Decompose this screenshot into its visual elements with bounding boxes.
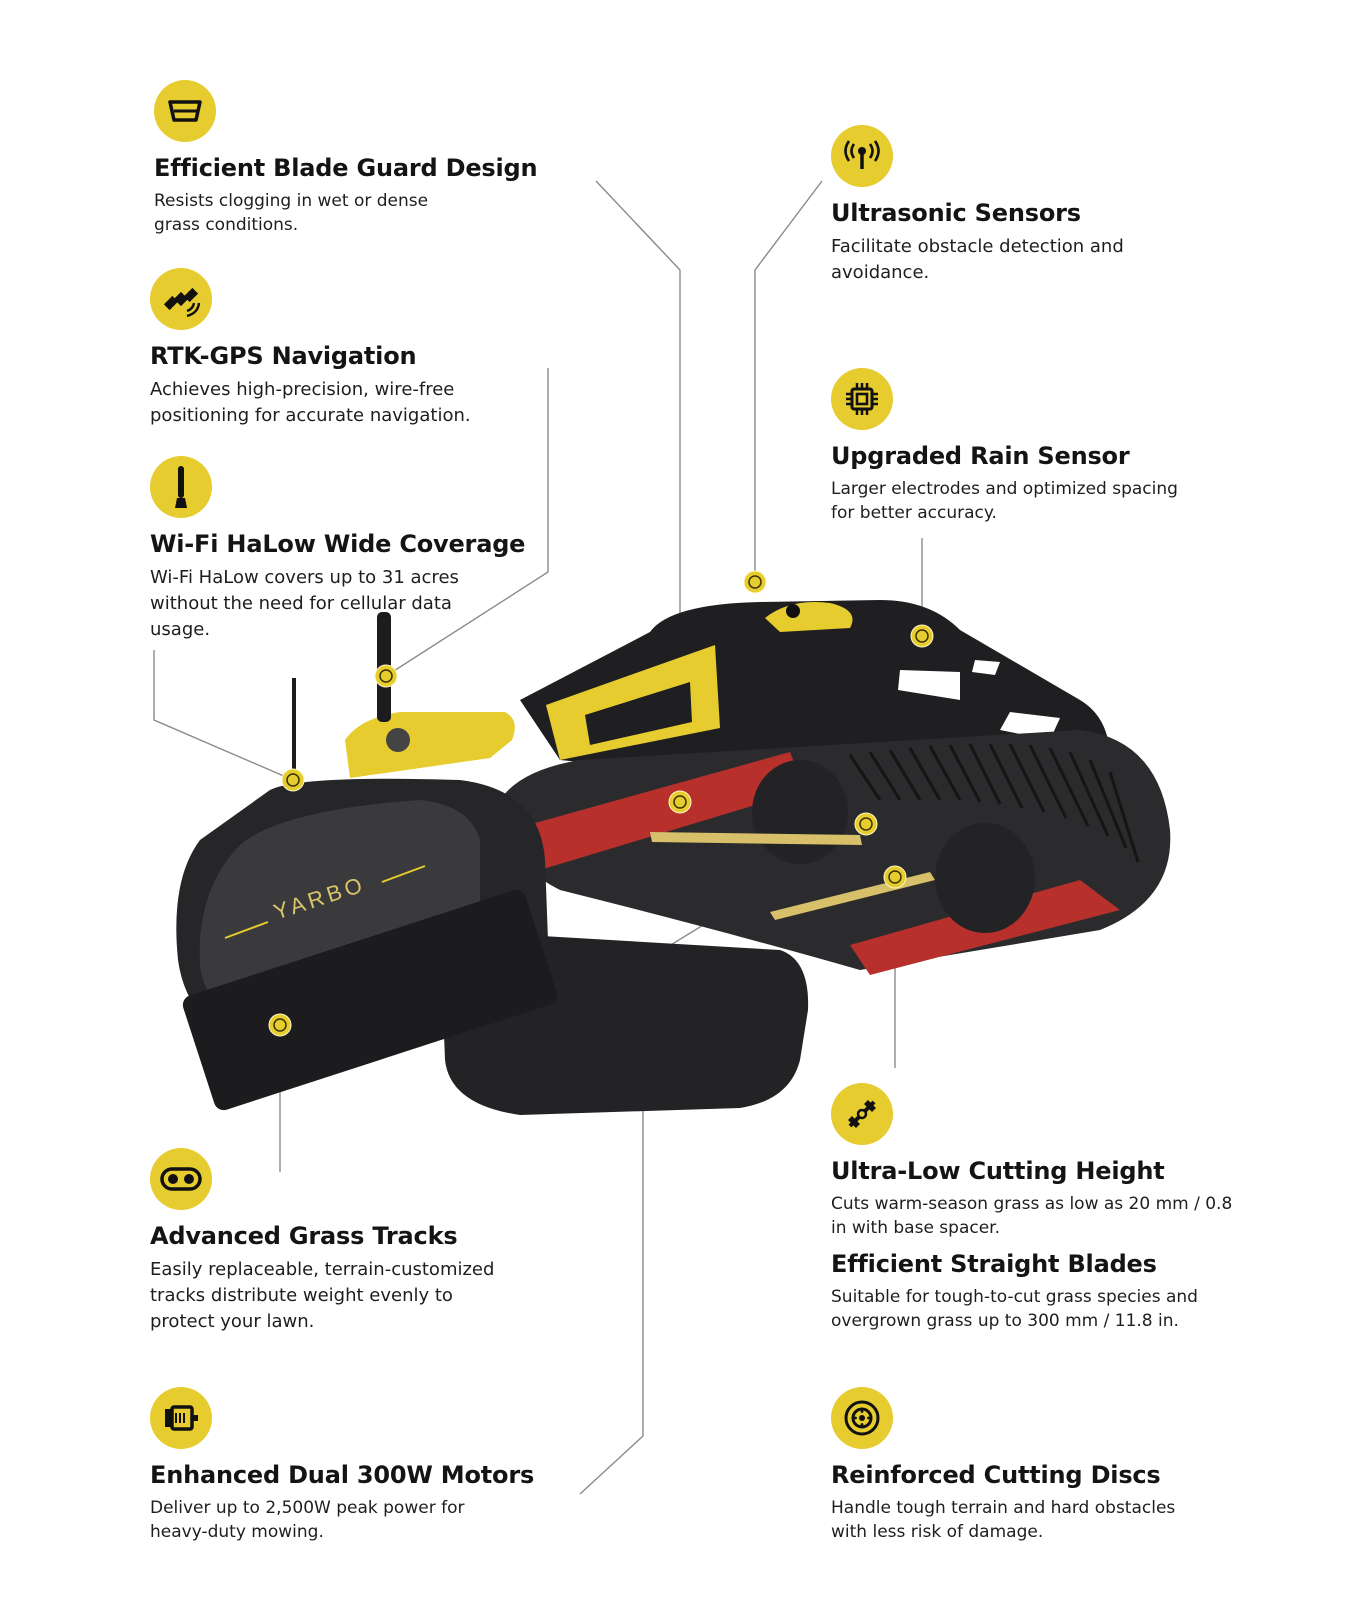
callout-dot [668,790,692,814]
motor-icon [150,1387,212,1449]
feature-ultrasonic-sensors: Ultrasonic Sensors Facilitate obstacle d… [831,125,1251,286]
feature-description: Resists clogging in wet or dense grass c… [154,190,429,235]
feature-dual-motors: Enhanced Dual 300W Motors Deliver up to … [150,1387,570,1544]
antenna-icon [150,456,212,518]
feature-description: Easily replaceable, terrain-customized t… [150,1258,495,1332]
feature-cutting-discs: Reinforced Cutting Discs Handle tough te… [831,1387,1251,1544]
feature-straight-blades: Efficient Straight Blades Suitable for t… [831,1250,1251,1333]
callout-dot [281,768,305,792]
feature-grass-tracks: Advanced Grass Tracks Easily replaceable… [150,1148,570,1335]
ultrasonic-sensor-icon [831,125,893,187]
feature-cutting-height: Ultra-Low Cutting Height Cuts warm-seaso… [831,1083,1251,1240]
feature-description: Achieves high-precision, wire-free posit… [150,378,471,426]
callout-dot [743,570,767,594]
feature-description: Suitable for tough-to-cut grass species … [831,1286,1198,1331]
callout-dots [268,570,934,1037]
feature-description: Deliver up to 2,500W peak power for heav… [150,1497,465,1542]
track-icon [150,1148,212,1210]
chip-icon [831,368,893,430]
feature-title: Advanced Grass Tracks [150,1222,458,1250]
feature-description: Handle tough terrain and hard obstacles … [831,1497,1176,1542]
blade-guard-icon [154,80,216,142]
callout-dot [374,664,398,688]
feature-title: Upgraded Rain Sensor [831,442,1130,470]
feature-description: Cuts warm-season grass as low as 20 mm /… [831,1193,1233,1238]
satellite-icon [150,268,212,330]
feature-description: Wi-Fi HaLow covers up to 31 acres withou… [150,566,459,640]
feature-title: Reinforced Cutting Discs [831,1461,1161,1489]
feature-title: Wi-Fi HaLow Wide Coverage [150,530,526,558]
feature-title: Enhanced Dual 300W Motors [150,1461,535,1489]
feature-description: Larger electrodes and optimized spacing … [831,478,1178,523]
callout-dot [883,865,907,889]
feature-title: RTK-GPS Navigation [150,342,417,370]
callout-dot [268,1013,292,1037]
feature-wifi-halow: Wi-Fi HaLow Wide Coverage Wi-Fi HaLow co… [150,456,570,643]
feature-rtk-gps: RTK-GPS Navigation Achieves high-precisi… [150,268,570,429]
blade-icon [831,1083,893,1145]
feature-title: Efficient Straight Blades [831,1250,1157,1278]
feature-title: Ultra-Low Cutting Height [831,1157,1165,1185]
callout-dot [910,624,934,648]
feature-title: Efficient Blade Guard Design [154,154,538,182]
feature-title: Ultrasonic Sensors [831,199,1081,227]
mower-body [176,600,1171,1115]
callout-dot [854,812,878,836]
feature-rain-sensor: Upgraded Rain Sensor Larger electrodes a… [831,368,1251,525]
cutting-disc-icon [831,1387,893,1449]
feature-blade-guard: Efficient Blade Guard Design Resists clo… [154,80,574,237]
feature-description: Facilitate obstacle detection and avoida… [831,235,1124,283]
